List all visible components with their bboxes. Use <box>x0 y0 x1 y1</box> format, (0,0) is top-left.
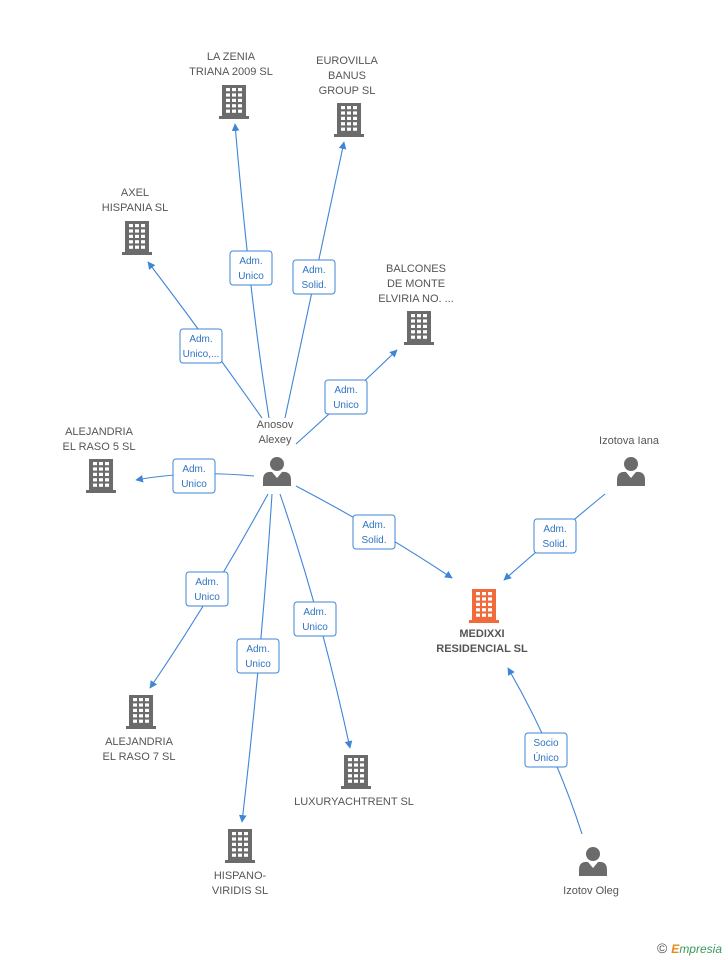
relation-label-anosov-to-luxury[interactable]: Adm. Unico <box>293 601 337 637</box>
building-icon <box>126 695 156 729</box>
building-icon <box>334 103 364 137</box>
node-la_zenia[interactable]: LA ZENIA TRIANA 2009 SL <box>189 51 273 119</box>
relation-label-text: Unico <box>302 622 328 633</box>
relation-label-text: Unico <box>194 592 220 603</box>
node-label: Anosov <box>257 419 294 431</box>
node-izotov[interactable]: Izotov Oleg <box>563 847 619 897</box>
relation-label-text: Adm. <box>334 385 357 396</box>
relation-label-text: Adm. <box>543 524 566 535</box>
relation-label-text: Adm. <box>302 265 325 276</box>
relation-label-text: Unico,... <box>183 349 220 360</box>
relation-label-box <box>293 601 337 637</box>
node-label: HISPANIA SL <box>102 202 168 214</box>
node-label: BANUS <box>328 70 366 82</box>
node-alej5[interactable]: ALEJANDRIA EL RASO 5 SL <box>63 426 136 493</box>
building-icon <box>341 755 371 789</box>
node-balcones[interactable]: BALCONES DE MONTE ELVIRIA NO. ... <box>378 263 454 345</box>
relation-label-izotova-to-medixxi[interactable]: Adm. Solid. <box>533 518 577 554</box>
relation-label-anosov-to-medixxi[interactable]: Adm. Solid. <box>352 514 396 550</box>
node-label: ELVIRIA NO. ... <box>378 293 454 305</box>
building-icon <box>86 459 116 493</box>
relation-label-box <box>324 379 368 415</box>
building-icon <box>219 85 249 119</box>
relation-label-anosov-to-balcones[interactable]: Adm. Unico <box>324 379 368 415</box>
node-label: EL RASO 7 SL <box>103 751 176 763</box>
node-luxury[interactable]: LUXURYACHTRENT SL <box>294 755 414 808</box>
node-label: HISPANO- <box>214 870 267 882</box>
node-label: Izotov Oleg <box>563 885 619 897</box>
node-label: EL RASO 5 SL <box>63 441 136 453</box>
relation-label-box <box>185 571 229 607</box>
relation-label-text: Solid. <box>542 539 567 550</box>
node-label: ALEJANDRIA <box>105 736 174 748</box>
relation-labels-layer: Adm.UnicoAdm.Solid.Adm.Unico,...Adm.Unic… <box>172 250 577 768</box>
relation-label-text: Adm. <box>362 520 385 531</box>
relation-label-text: Unico <box>181 479 207 490</box>
person-icon <box>263 457 291 486</box>
relation-label-anosov-to-hispano[interactable]: Adm. Unico <box>236 638 280 674</box>
relation-label-box <box>533 518 577 554</box>
node-label: AXEL <box>121 187 149 199</box>
node-label: LA ZENIA <box>207 51 256 63</box>
node-label: LUXURYACHTRENT SL <box>294 796 414 808</box>
relation-label-text: Adm. <box>246 644 269 655</box>
brand-initial: E <box>671 942 680 956</box>
node-label: VIRIDIS SL <box>212 885 268 897</box>
relation-label-box <box>229 250 273 286</box>
relation-label-box <box>352 514 396 550</box>
relation-label-anosov-to-alej5[interactable]: Adm. Unico <box>172 458 216 494</box>
relation-label-text: Adm. <box>195 577 218 588</box>
node-label: EUROVILLA <box>316 55 378 67</box>
building-icon <box>122 221 152 255</box>
node-label: Alexey <box>258 434 292 446</box>
brand-name: mpresia <box>679 942 722 956</box>
node-eurovilla[interactable]: EUROVILLA BANUS GROUP SL <box>316 55 379 137</box>
node-izotova[interactable]: Izotova Iana <box>599 435 660 486</box>
node-label: GROUP SL <box>319 85 376 97</box>
node-label: RESIDENCIAL SL <box>436 643 528 655</box>
brand-logo: ©Empresia <box>657 940 722 956</box>
relation-label-anosov-to-la_zenia[interactable]: Adm. Unico <box>229 250 273 286</box>
relation-label-text: Único <box>533 751 559 764</box>
relation-label-text: Socio <box>533 738 558 749</box>
person-icon <box>617 457 645 486</box>
relation-label-text: Adm. <box>182 464 205 475</box>
node-label: BALCONES <box>386 263 446 275</box>
relation-label-text: Adm. <box>303 607 326 618</box>
nodes-layer: LA ZENIA TRIANA 2009 SL EUROVILLA BANUS GROU… <box>63 51 660 897</box>
relation-label-box <box>236 638 280 674</box>
relation-label-box <box>179 328 223 364</box>
node-label: TRIANA 2009 SL <box>189 66 273 78</box>
relation-label-text: Unico <box>238 271 264 282</box>
relation-label-box <box>292 259 336 295</box>
node-axel[interactable]: AXEL HISPANIA SL <box>102 187 168 255</box>
relation-label-anosov-to-axel[interactable]: Adm. Unico,... <box>179 328 223 364</box>
copyright-icon: © <box>656 940 668 956</box>
node-label: ALEJANDRIA <box>65 426 134 438</box>
relation-label-text: Solid. <box>301 280 326 291</box>
node-hispano[interactable]: HISPANO- VIRIDIS SL <box>212 829 268 897</box>
relation-label-text: Adm. <box>189 334 212 345</box>
relation-label-anosov-to-alej7[interactable]: Adm. Unico <box>185 571 229 607</box>
relation-label-text: Unico <box>245 659 271 670</box>
node-label: DE MONTE <box>387 278 445 290</box>
relation-label-box <box>524 732 568 768</box>
building-icon <box>469 589 499 623</box>
person-icon <box>579 847 607 876</box>
node-label: Izotova Iana <box>599 435 660 447</box>
relation-label-text: Unico <box>333 400 359 411</box>
node-alej7[interactable]: ALEJANDRIA EL RASO 7 SL <box>103 695 176 763</box>
relation-label-text: Adm. <box>239 256 262 267</box>
relation-label-text: Solid. <box>361 535 386 546</box>
building-icon <box>225 829 255 863</box>
node-label: MEDIXXI <box>459 628 504 640</box>
node-medixxi[interactable]: MEDIXXI RESIDENCIAL SL <box>436 589 528 655</box>
building-icon <box>404 311 434 345</box>
relation-label-anosov-to-eurovilla[interactable]: Adm. Solid. <box>292 259 336 295</box>
relation-label-box <box>172 458 216 494</box>
